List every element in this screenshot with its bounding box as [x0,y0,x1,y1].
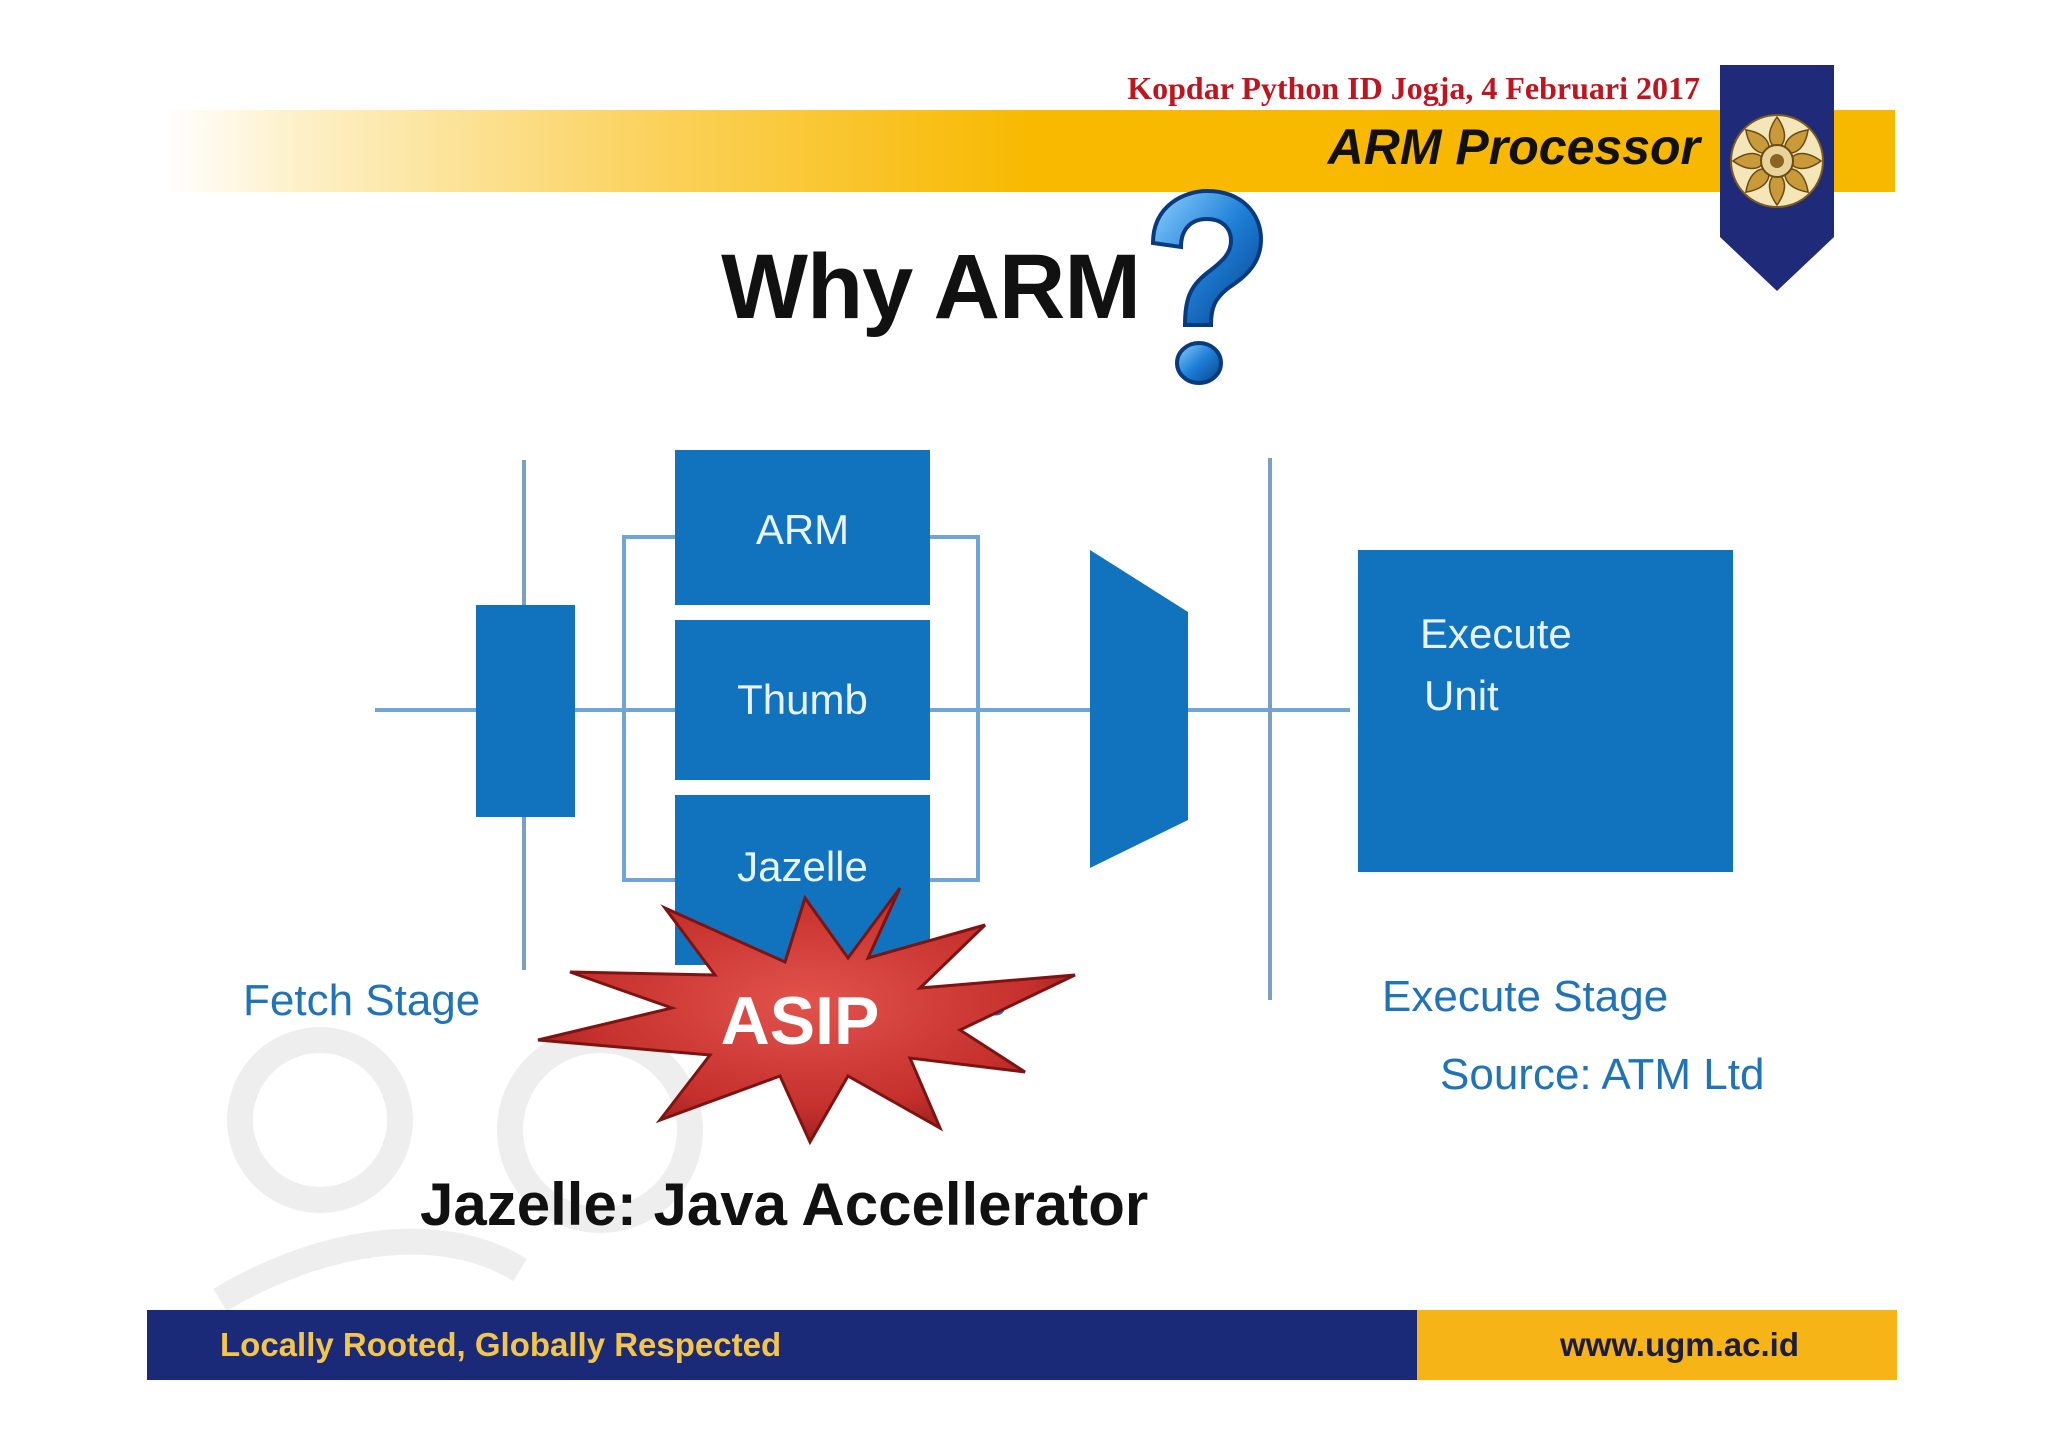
execute-unit-box [1358,550,1733,872]
slide-title: Why ARM [721,236,1141,338]
footer-navy-band [147,1310,1417,1380]
footer-gold-band [1417,1310,1897,1380]
decoder-box-thumb [675,620,930,780]
question-mark-icon [1150,188,1264,385]
caption-text: Jazelle: Java Accellerator [420,1171,1149,1238]
subject-title: ARM Processor [1327,119,1700,175]
decoder-label-thumb: Thumb [737,676,868,723]
decoder-bracket-right [930,535,980,882]
fetch-stage-label: Fetch Stage [243,976,481,1025]
footer-motto: Locally Rooted, Globally Respected [220,1326,782,1363]
execute-unit-label-line2: Unit [1424,672,1499,719]
asip-starburst [537,887,1076,1146]
decoder-label-jazelle: Jazelle [737,843,868,890]
university-emblem-icon [1720,65,1834,291]
asip-label: ASIP [720,983,880,1059]
execute-unit-label-line1: Execute [1420,610,1572,657]
source-credit: Source: ATM Ltd [1440,1050,1765,1099]
decoder-label-arm: ARM [755,506,850,553]
footer-url[interactable]: www.ugm.ac.id [1560,1326,1799,1363]
multiplexer-shape [1090,550,1188,868]
pipeline-diagram [375,450,1733,1000]
fetch-register-box [476,605,575,817]
decoder-bracket-left [622,535,675,882]
event-title: Kopdar Python ID Jogja, 4 Februari 2017 [1127,70,1700,106]
header-band [165,110,1895,192]
decoder-box-arm [675,450,930,605]
execute-stage-label: Execute Stage [1382,972,1669,1021]
